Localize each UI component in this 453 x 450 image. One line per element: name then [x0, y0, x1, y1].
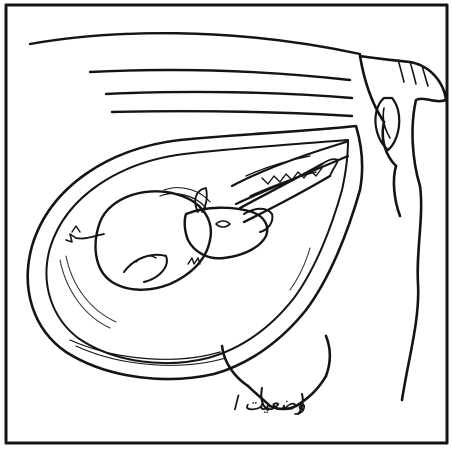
calf-eye — [216, 221, 230, 227]
vulva-shape — [375, 98, 399, 150]
body-contour-lines — [30, 33, 360, 116]
cow-hindquarters — [360, 56, 446, 400]
figure-caption: وضعیت ا — [214, 393, 324, 413]
uterus-wall — [28, 126, 362, 379]
